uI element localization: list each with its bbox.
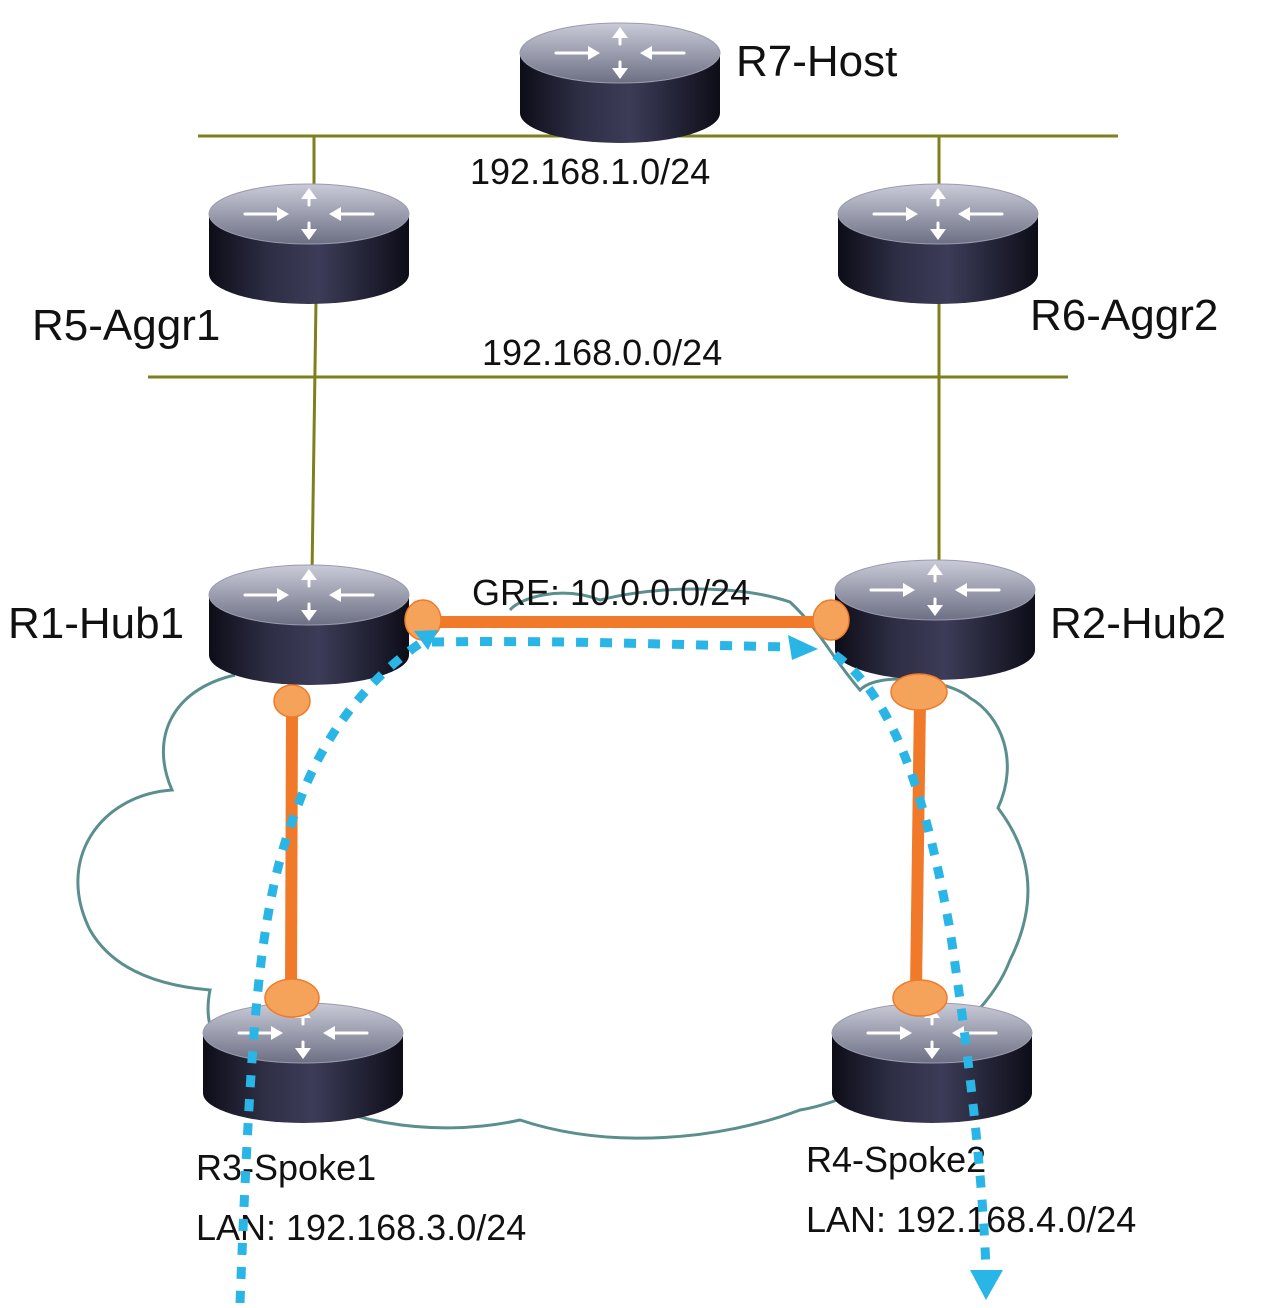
router-r1: R1-Hub1 bbox=[8, 563, 411, 687]
ethernet-links bbox=[148, 134, 1118, 575]
router-label: R7-Host bbox=[736, 37, 897, 86]
router-label: R3-Spoke1 bbox=[196, 1147, 376, 1188]
endpoint-spoke1 bbox=[264, 978, 320, 1018]
router-r5: R5-Aggr1 bbox=[32, 182, 411, 350]
router-label: R6-Aggr2 bbox=[1030, 291, 1218, 340]
traffic-path bbox=[235, 630, 1003, 1304]
lan-label: LAN: 192.168.3.0/24 bbox=[196, 1207, 526, 1248]
router-icon bbox=[836, 182, 1040, 306]
router-r7: R7-Host bbox=[518, 21, 897, 145]
endpoint-hub1-down bbox=[273, 684, 311, 718]
arrowhead-icon bbox=[788, 635, 818, 660]
network-label-middle: 192.168.0.0/24 bbox=[482, 332, 722, 373]
router-label: R2-Hub2 bbox=[1050, 599, 1226, 648]
router-icon bbox=[201, 1001, 405, 1125]
router-icon bbox=[833, 558, 1037, 682]
endpoint-hub2-gre bbox=[812, 599, 850, 641]
endpoint-spoke2 bbox=[892, 979, 948, 1017]
router-label: R1-Hub1 bbox=[8, 599, 184, 648]
gre-tunnels bbox=[285, 616, 926, 991]
router-icon bbox=[207, 563, 411, 687]
path-spoke1-to-hub1 bbox=[235, 636, 428, 1304]
arrowhead-icon bbox=[414, 630, 438, 650]
router-icon bbox=[830, 1001, 1034, 1125]
tunnel-hub1-spoke1 bbox=[285, 707, 298, 991]
link-r5-r1 bbox=[310, 299, 318, 575]
endpoint-hub2-down bbox=[890, 673, 948, 711]
router-icon bbox=[518, 21, 722, 145]
router-label: R5-Aggr1 bbox=[32, 301, 220, 350]
router-r3: R3-Spoke1 LAN: 192.168.3.0/24 bbox=[196, 1001, 526, 1248]
path-hub1-to-hub2 bbox=[431, 637, 791, 652]
router-label: R4-Spoke2 bbox=[806, 1139, 986, 1180]
network-label-gre: GRE: 10.0.0.0/24 bbox=[472, 572, 750, 613]
network-label-top: 192.168.1.0/24 bbox=[470, 151, 710, 192]
arrowhead-icon bbox=[970, 1270, 1003, 1300]
lan-label: LAN: 192.168.4.0/24 bbox=[806, 1199, 1136, 1240]
tunnel-endpoints bbox=[264, 599, 948, 1018]
router-r4: R4-Spoke2 LAN: 192.168.4.0/24 bbox=[806, 1001, 1136, 1240]
router-r2: R2-Hub2 bbox=[833, 558, 1226, 682]
router-r6: R6-Aggr2 bbox=[836, 182, 1218, 340]
tunnel-hub2-spoke2 bbox=[910, 699, 926, 991]
router-icon bbox=[207, 182, 411, 306]
